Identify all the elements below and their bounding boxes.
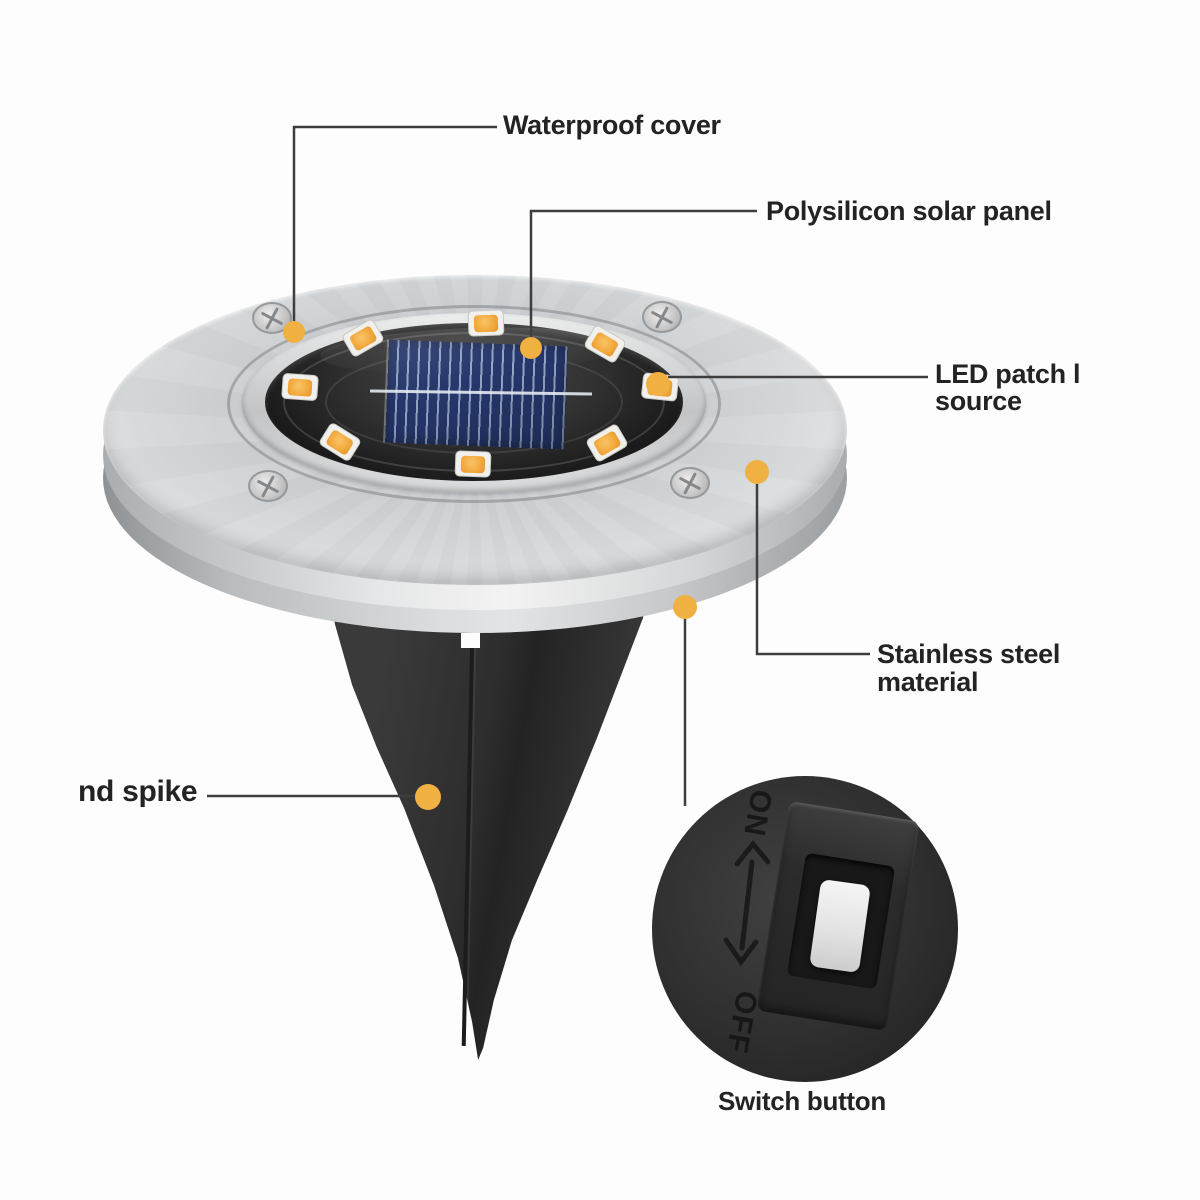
led-dome [325,428,355,456]
stainless-steel-label-line1: Stainless steel [877,639,1061,669]
led-source-label-line2: source [935,386,1022,416]
led-dome [473,314,499,332]
stainless-steel-label-line2: material [877,667,979,697]
led-bead [467,309,505,337]
led-dome [460,455,486,473]
led-bead [454,450,492,478]
phillips-screw-icon [642,301,682,333]
led-dome [590,330,620,358]
solar-panel-label: Polysilicon solar panel [766,196,1052,226]
led-bead [281,372,319,402]
stainless-steel-label: Stainless steel material [877,640,1060,696]
led-source-label: LED patch l source [935,359,1081,416]
ground-spike-label: nd spike [78,775,198,808]
waterproof-cover-label: Waterproof cover [503,110,721,140]
led-dome [647,377,673,397]
spike-notch [461,633,480,648]
led-bead [640,372,680,402]
ground-spike [330,594,648,1060]
switch-button-label: Switch button [718,1086,886,1116]
phillips-screw-icon [248,470,288,502]
led-dome [287,377,313,397]
phillips-screw-icon [252,302,292,334]
phillips-screw-icon [670,467,710,499]
led-source-label-line1: LED patch l [935,359,1081,389]
